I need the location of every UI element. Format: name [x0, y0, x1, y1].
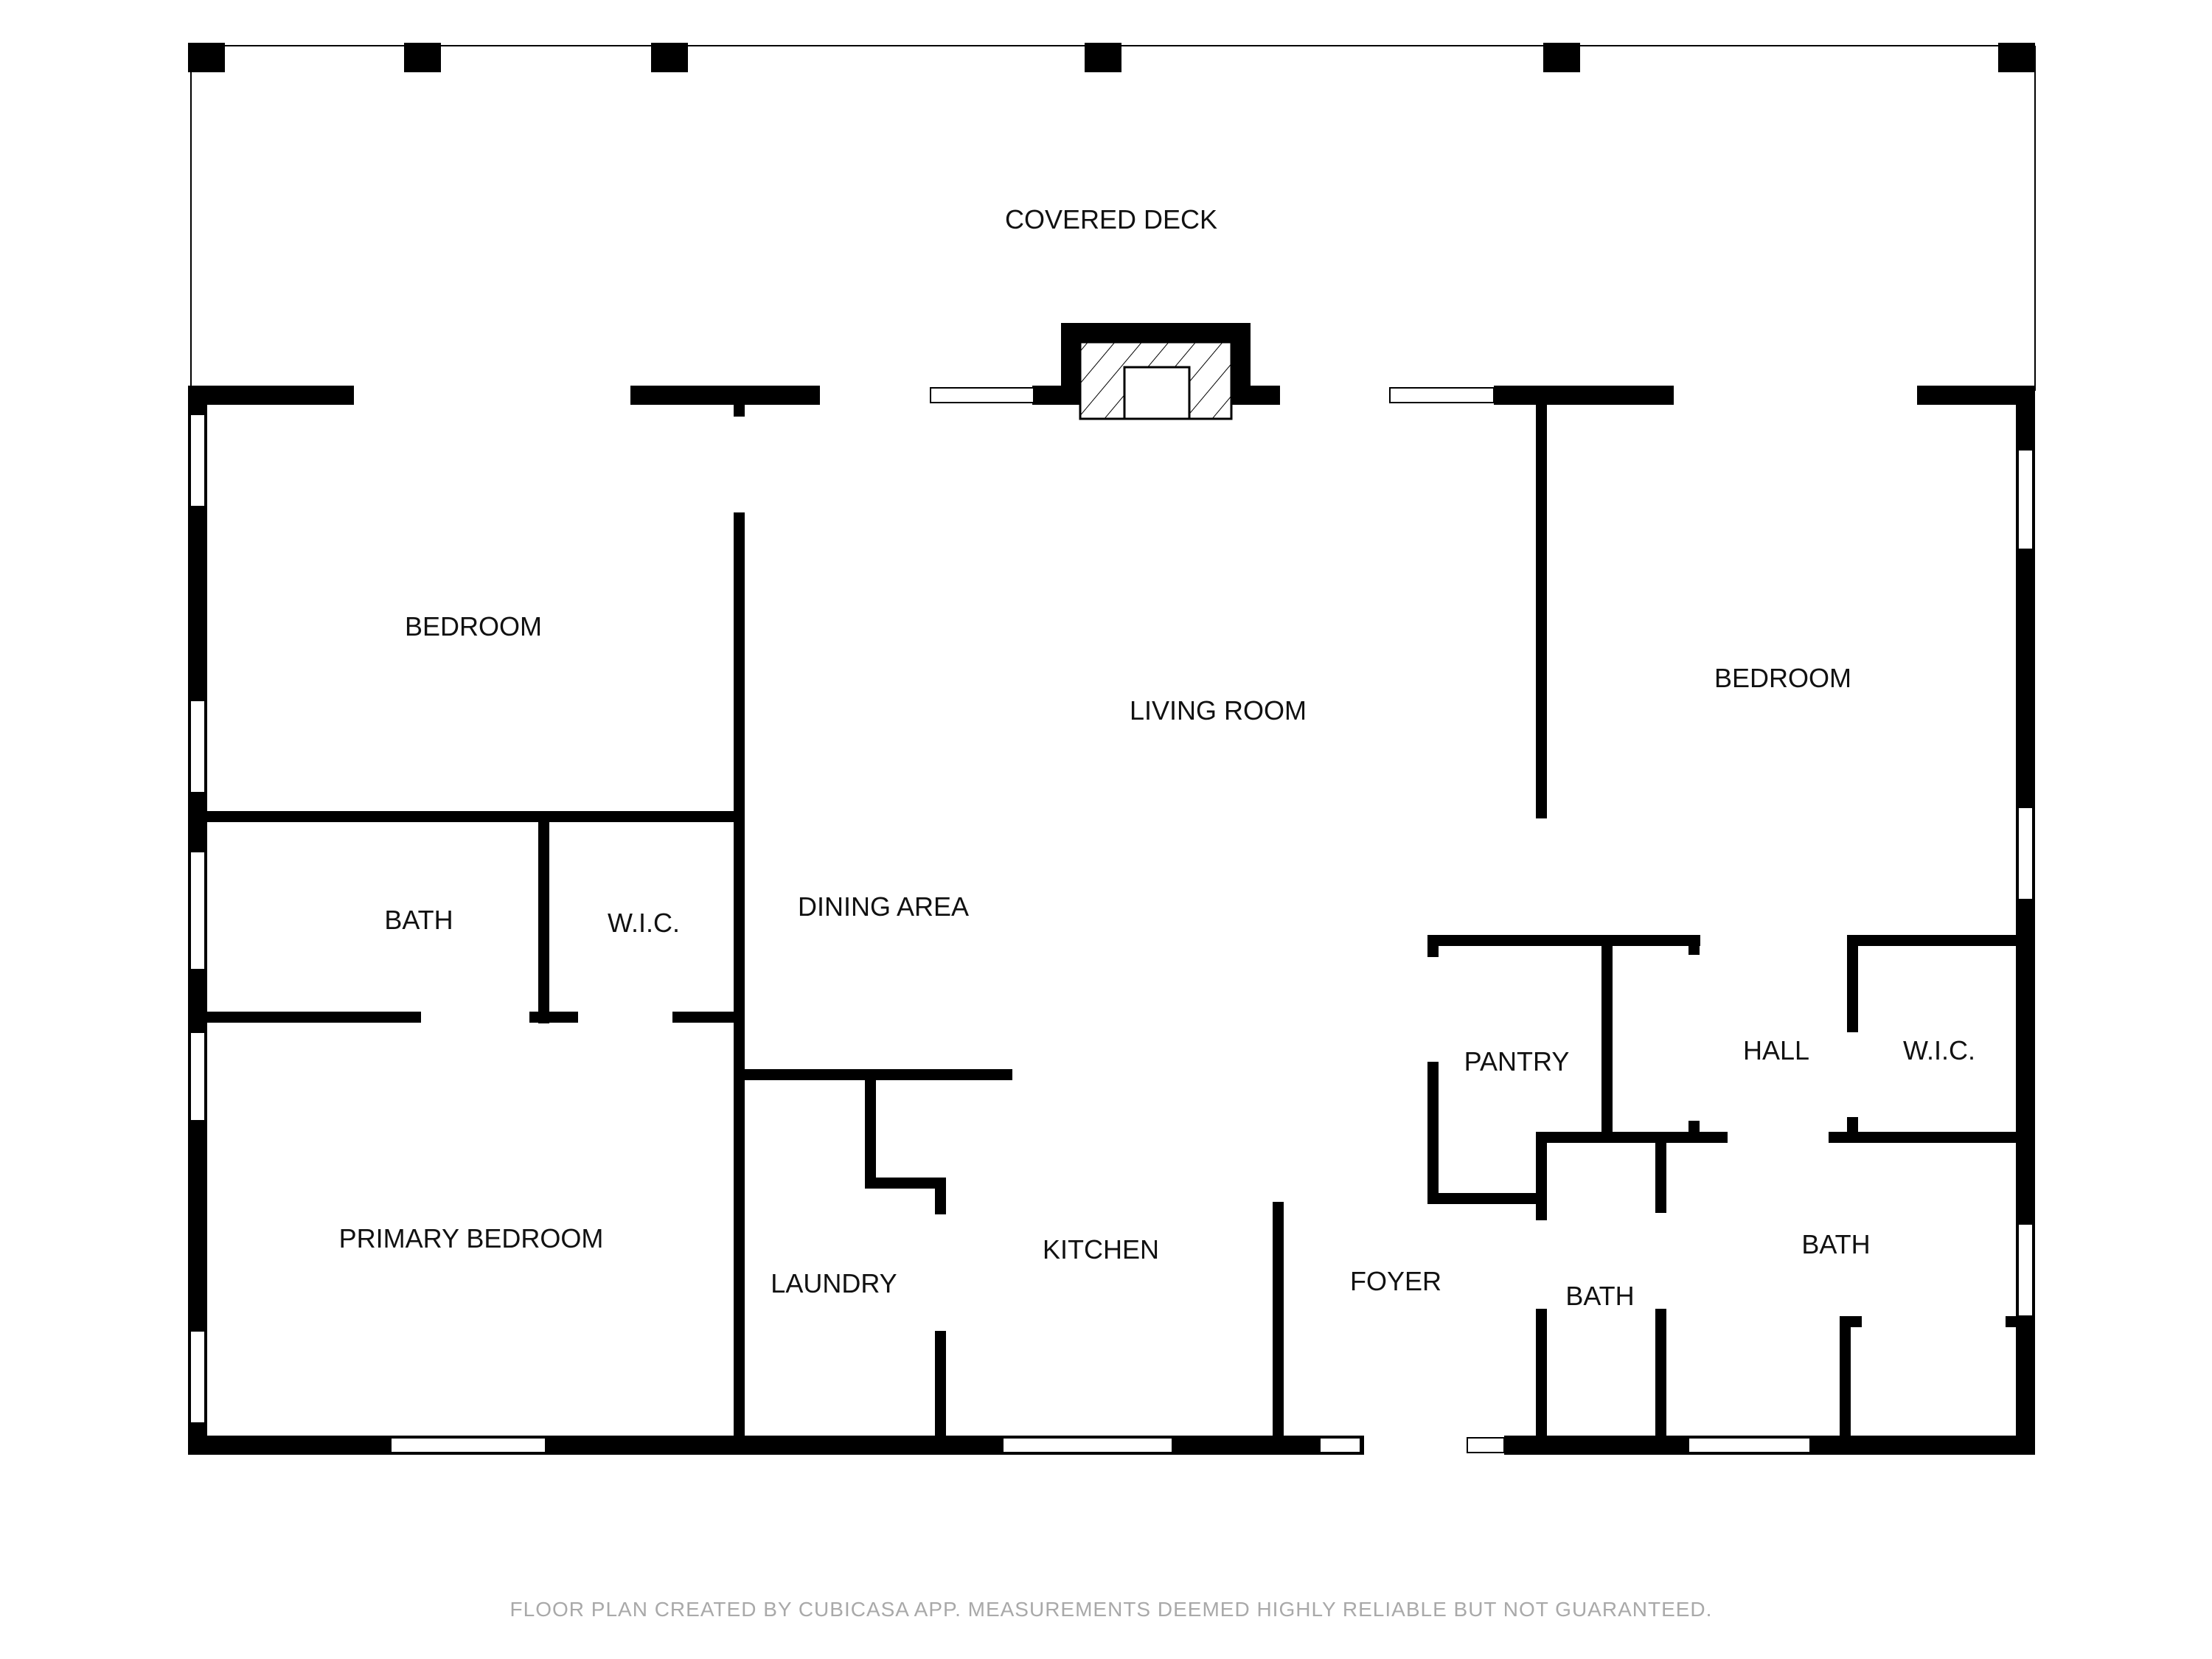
window	[930, 387, 1034, 403]
window	[189, 851, 206, 970]
room-labels: COVERED DECK BEDROOM LIVING ROOM BEDROOM…	[339, 204, 1975, 1311]
window	[1389, 387, 1495, 403]
window	[189, 414, 206, 507]
deck-post	[1543, 43, 1580, 72]
deck-post	[1998, 43, 2035, 72]
label-bath-right: BATH	[1801, 1229, 1870, 1259]
window	[390, 1437, 546, 1453]
label-bedroom-left: BEDROOM	[405, 611, 542, 641]
walls	[188, 386, 2035, 1455]
window	[189, 700, 206, 793]
window	[1002, 1437, 1173, 1453]
window	[2017, 1223, 2034, 1317]
fireplace	[1061, 323, 1251, 420]
window	[1688, 1437, 1811, 1453]
label-laundry: LAUNDRY	[771, 1268, 897, 1298]
label-wic-right: W.I.C.	[1903, 1035, 1975, 1065]
window	[189, 1032, 206, 1121]
window	[189, 1330, 206, 1424]
footer-disclaimer: FLOOR PLAN CREATED BY CUBICASA APP. MEAS…	[510, 1598, 1713, 1621]
window	[2017, 807, 2034, 900]
window	[1319, 1437, 1361, 1453]
deck-post	[404, 43, 441, 72]
deck-post	[651, 43, 688, 72]
deck-posts	[188, 43, 2035, 72]
label-covered-deck: COVERED DECK	[1005, 204, 1217, 234]
label-living-room: LIVING ROOM	[1130, 695, 1307, 726]
label-dining-area: DINING AREA	[798, 891, 969, 922]
label-bath-left: BATH	[384, 905, 453, 935]
deck-post	[188, 43, 225, 72]
label-kitchen: KITCHEN	[1043, 1234, 1159, 1265]
window	[1467, 1437, 1505, 1453]
label-bedroom-right: BEDROOM	[1714, 663, 1851, 693]
label-primary-bedroom: PRIMARY BEDROOM	[339, 1223, 604, 1253]
label-foyer: FOYER	[1350, 1266, 1441, 1296]
windows	[189, 387, 2034, 1453]
label-bath-center: BATH	[1565, 1281, 1634, 1311]
label-wic-left: W.I.C.	[608, 908, 680, 938]
deck-post	[1085, 43, 1121, 72]
label-pantry: PANTRY	[1464, 1046, 1570, 1077]
window	[2017, 449, 2034, 550]
label-hall: HALL	[1743, 1035, 1809, 1065]
